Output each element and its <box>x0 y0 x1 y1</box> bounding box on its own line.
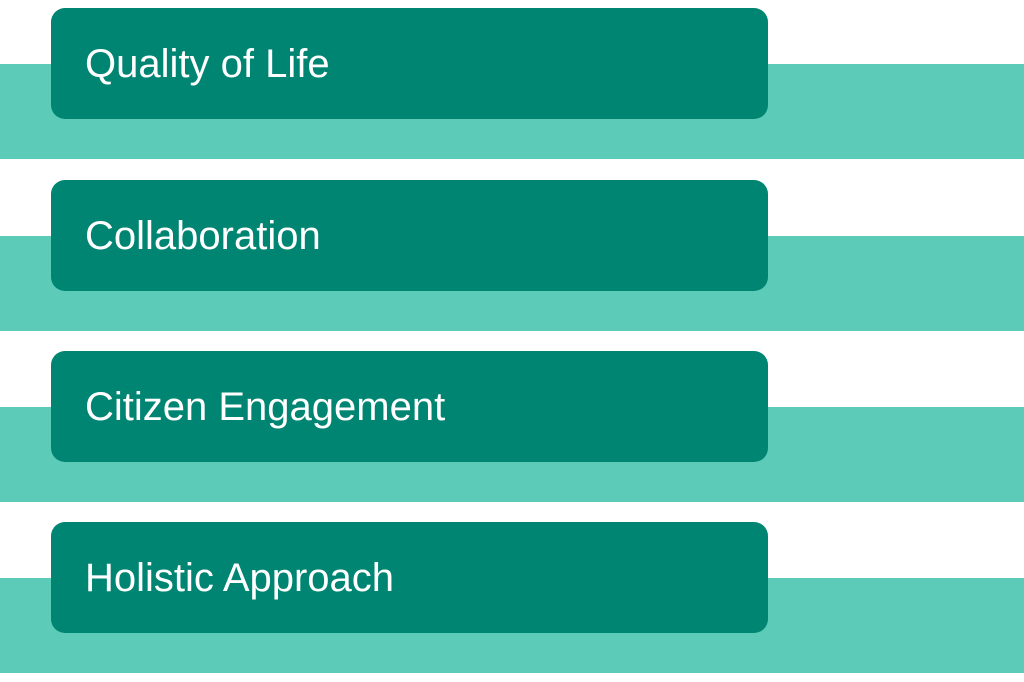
principle-box: Quality of Life <box>51 8 768 119</box>
principle-label: Citizen Engagement <box>85 384 446 429</box>
principle-row-collaboration: Collaboration <box>0 180 1024 332</box>
principle-row-citizen-engagement: Citizen Engagement <box>0 351 1024 503</box>
principle-row-quality-of-life: Quality of Life <box>0 8 1024 160</box>
principle-box: Citizen Engagement <box>51 351 768 462</box>
principle-label: Quality of Life <box>85 41 330 86</box>
principle-box: Collaboration <box>51 180 768 291</box>
principle-label: Holistic Approach <box>85 555 395 600</box>
principle-box: Holistic Approach <box>51 522 768 633</box>
principle-row-holistic-approach: Holistic Approach <box>0 522 1024 674</box>
principle-label: Collaboration <box>85 213 321 258</box>
